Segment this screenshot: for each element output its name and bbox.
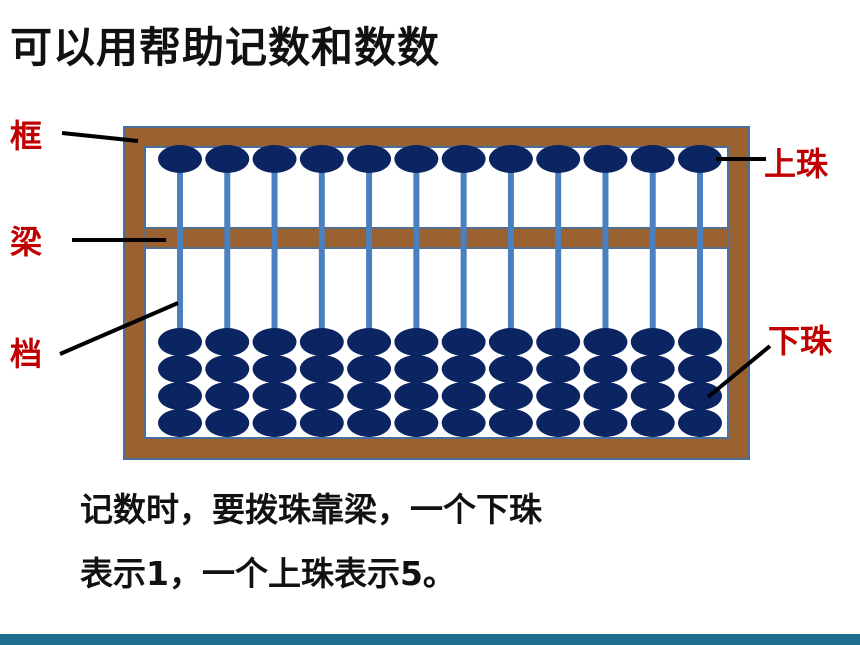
lower-bead[interactable] xyxy=(252,409,297,437)
lower-bead[interactable] xyxy=(536,382,581,410)
lower-bead[interactable] xyxy=(536,409,581,437)
lower-bead[interactable] xyxy=(441,328,486,356)
abacus-rod xyxy=(555,149,562,437)
lower-bead[interactable] xyxy=(158,409,202,437)
lower-bead[interactable] xyxy=(630,355,675,383)
lower-bead[interactable] xyxy=(630,409,675,437)
abacus-rod xyxy=(413,149,420,437)
lower-bead[interactable] xyxy=(205,328,250,356)
frame-pointer-line xyxy=(61,131,139,143)
upper-bead[interactable] xyxy=(205,145,250,173)
upper-bead-label: 上珠 xyxy=(764,145,829,183)
lower-bead[interactable] xyxy=(252,328,297,356)
lower-bead[interactable] xyxy=(252,355,297,383)
lower-bead[interactable] xyxy=(488,382,533,410)
lower-bead[interactable] xyxy=(678,382,722,410)
lower-bead[interactable] xyxy=(678,328,722,356)
lower-bead[interactable] xyxy=(158,328,202,356)
upper-bead[interactable] xyxy=(678,145,722,173)
lower-bead[interactable] xyxy=(678,355,722,383)
abacus-rod xyxy=(697,149,703,437)
lower-bead[interactable] xyxy=(252,382,297,410)
lower-bead[interactable] xyxy=(205,382,250,410)
abacus-rod xyxy=(224,149,231,437)
upper-bead[interactable] xyxy=(158,145,202,173)
lower-bead[interactable] xyxy=(583,382,628,410)
lower-bead[interactable] xyxy=(347,382,392,410)
abacus-rod xyxy=(177,149,183,437)
upper-bead[interactable] xyxy=(394,145,439,173)
beads-group xyxy=(158,145,722,437)
lower-bead[interactable] xyxy=(347,355,392,383)
lower-bead[interactable] xyxy=(299,355,344,383)
upper-bead[interactable] xyxy=(630,145,675,173)
lower-bead[interactable] xyxy=(583,328,628,356)
lower-bead[interactable] xyxy=(441,355,486,383)
lower-bead[interactable] xyxy=(158,355,202,383)
rod-label: 档 xyxy=(10,335,43,373)
upper-bead[interactable] xyxy=(441,145,486,173)
upper-bead[interactable] xyxy=(299,145,344,173)
frame-label: 框 xyxy=(10,117,43,155)
abacus-rod xyxy=(507,149,514,437)
lower-bead[interactable] xyxy=(488,355,533,383)
lower-bead[interactable] xyxy=(536,328,581,356)
lower-bead[interactable] xyxy=(441,409,486,437)
lower-bead[interactable] xyxy=(441,382,486,410)
abacus-rod xyxy=(649,149,656,437)
lower-bead[interactable] xyxy=(347,328,392,356)
abacus-rod xyxy=(602,149,609,437)
lower-bead[interactable] xyxy=(488,328,533,356)
beam-label: 梁 xyxy=(10,223,43,261)
page-title: 可以用帮助记数和数数 xyxy=(10,23,441,72)
abacus-rod xyxy=(271,149,278,437)
lower-bead[interactable] xyxy=(394,409,439,437)
rod-pointer-line xyxy=(59,301,179,356)
lower-bead[interactable] xyxy=(583,409,628,437)
lower-bead-pointer-line xyxy=(706,344,772,399)
lower-bead[interactable] xyxy=(205,409,250,437)
upper-bead[interactable] xyxy=(347,145,392,173)
upper-bead[interactable] xyxy=(583,145,628,173)
abacus-rod xyxy=(318,149,325,437)
lower-bead[interactable] xyxy=(394,382,439,410)
lower-bead[interactable] xyxy=(347,409,392,437)
lower-bead[interactable] xyxy=(678,409,722,437)
lower-bead[interactable] xyxy=(536,355,581,383)
lower-bead[interactable] xyxy=(299,328,344,356)
description-line-1: 记数时，要拨珠靠梁，一个下珠 xyxy=(80,490,542,529)
upper-bead[interactable] xyxy=(252,145,297,173)
lower-bead[interactable] xyxy=(394,355,439,383)
lower-bead[interactable] xyxy=(205,355,250,383)
description-line-2: 表示1，一个上珠表示5。 xyxy=(80,554,456,593)
abacus-rod xyxy=(460,149,467,437)
lower-bead[interactable] xyxy=(488,409,533,437)
lower-bead[interactable] xyxy=(630,328,675,356)
lower-bead[interactable] xyxy=(630,382,675,410)
lower-bead[interactable] xyxy=(299,409,344,437)
abacus-beam xyxy=(144,227,729,249)
lower-bead[interactable] xyxy=(299,382,344,410)
lower-bead-label: 下珠 xyxy=(768,322,833,360)
bottom-bar xyxy=(0,634,860,645)
rods-group xyxy=(177,149,703,437)
lower-bead[interactable] xyxy=(583,355,628,383)
lower-bead[interactable] xyxy=(394,328,439,356)
upper-bead[interactable] xyxy=(488,145,533,173)
abacus-rod xyxy=(366,149,373,437)
lower-bead[interactable] xyxy=(158,382,202,410)
upper-bead[interactable] xyxy=(536,145,581,173)
